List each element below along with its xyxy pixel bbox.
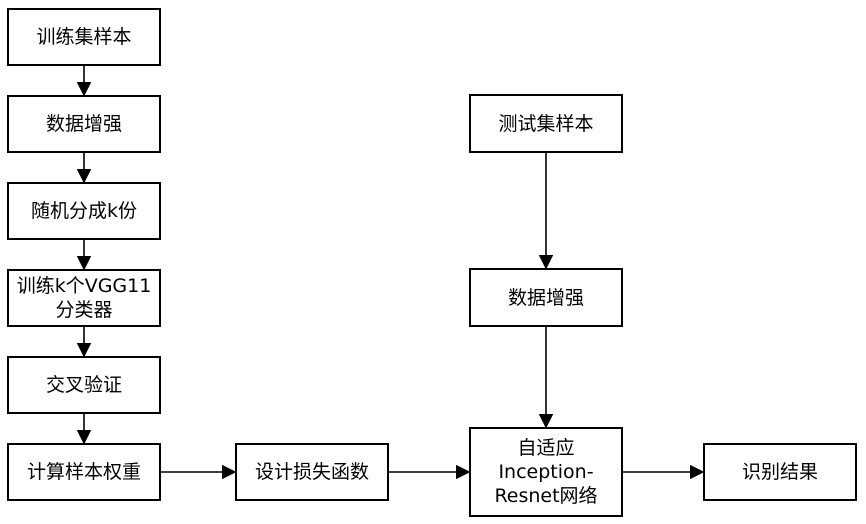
node-label-line: Resnet网络 <box>494 484 597 508</box>
node-label: 数据增强 <box>508 286 584 310</box>
node-test-samples: 测试集样本 <box>469 94 623 153</box>
node-label: 计算样本权重 <box>27 460 141 484</box>
node-label: 识别结果 <box>742 460 818 484</box>
node-sample-weights: 计算样本权重 <box>7 443 161 501</box>
node-augment-train: 数据增强 <box>7 95 161 153</box>
node-label: 数据增强 <box>46 112 122 136</box>
node-label-line: 分类器 <box>55 298 112 322</box>
node-label: 交叉验证 <box>46 373 122 397</box>
node-label-line: Inception- <box>498 460 593 484</box>
node-label: 设计损失函数 <box>255 460 369 484</box>
node-label: 随机分成k份 <box>31 199 137 223</box>
node-result: 识别结果 <box>703 443 857 501</box>
node-train-vgg11: 训练k个VGG11 分类器 <box>7 269 161 327</box>
node-loss-design: 设计损失函数 <box>235 443 389 501</box>
node-network: 自适应 Inception- Resnet网络 <box>469 427 623 517</box>
node-cross-validation: 交叉验证 <box>7 356 161 414</box>
node-label-line: 训练k个VGG11 <box>17 274 152 298</box>
node-augment-test: 数据增强 <box>469 268 623 327</box>
node-label-line: 自适应 <box>517 436 574 460</box>
node-label: 测试集样本 <box>498 112 593 136</box>
node-split-k: 随机分成k份 <box>7 182 161 240</box>
node-train-samples: 训练集样本 <box>7 8 161 66</box>
node-label: 训练集样本 <box>36 25 131 49</box>
